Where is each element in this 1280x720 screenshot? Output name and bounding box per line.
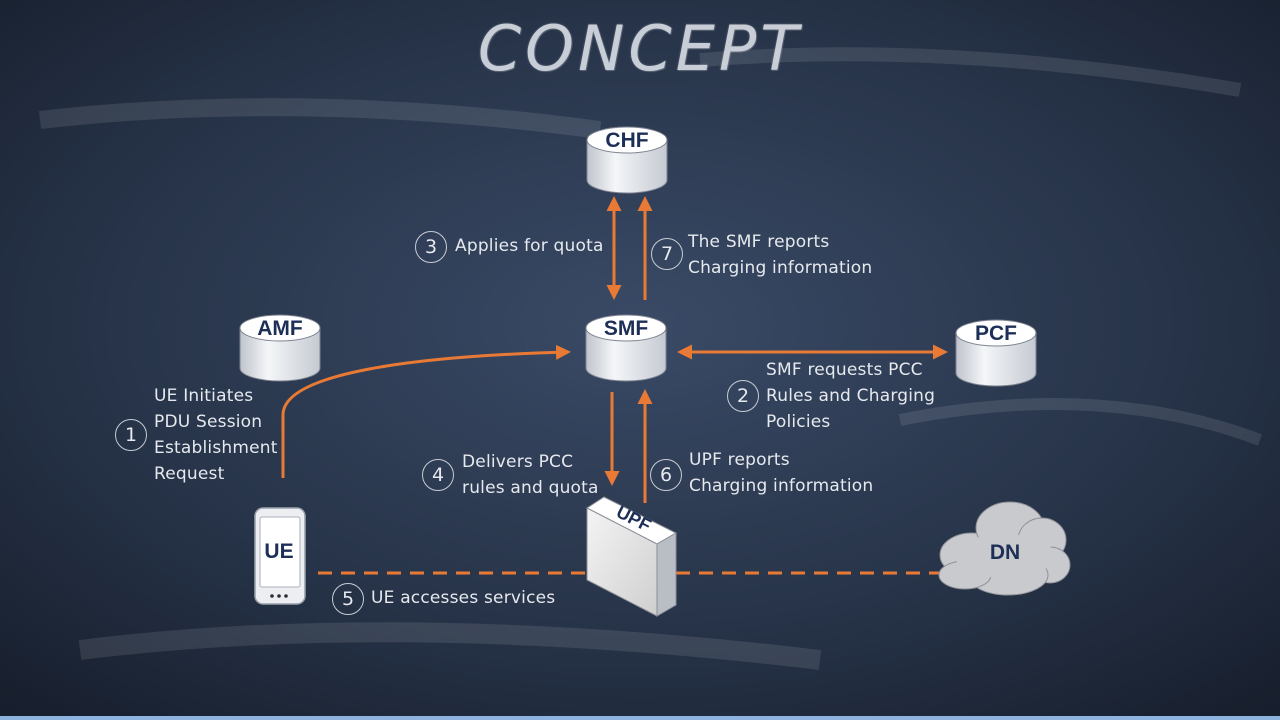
step-2-line: Policies bbox=[766, 412, 831, 432]
step-1-line: Establishment bbox=[154, 438, 278, 458]
page-title: CONCEPT bbox=[477, 12, 803, 85]
step-1-line: Request bbox=[154, 464, 225, 484]
step-4-line: Delivers PCC bbox=[462, 452, 574, 472]
step-5-label: UE accesses services bbox=[371, 585, 555, 611]
step-1-number: 1 bbox=[115, 419, 147, 451]
pcf-label: PCF bbox=[975, 322, 1017, 345]
bottom-accent-bar bbox=[0, 716, 1280, 720]
step-6-line: UPF reports bbox=[689, 450, 790, 470]
dn-node: DN bbox=[938, 501, 1071, 596]
step-5-number: 5 bbox=[332, 583, 364, 615]
step-4-label: Delivers PCC rules and quota bbox=[462, 449, 599, 501]
step-6-number: 6 bbox=[650, 459, 682, 491]
step-3-label: Applies for quota bbox=[455, 233, 604, 259]
step-7-line: Charging information bbox=[688, 258, 873, 278]
smf-label: SMF bbox=[604, 317, 649, 340]
step-5-line: UE accesses services bbox=[371, 588, 556, 608]
step-1-line: UE Initiates bbox=[154, 386, 254, 406]
upf-node: UPF bbox=[586, 496, 678, 617]
step-6-line: Charging information bbox=[689, 476, 874, 496]
step-3-number: 3 bbox=[415, 231, 447, 263]
step-1-line: PDU Session bbox=[154, 412, 263, 432]
step-4-line: rules and quota bbox=[462, 478, 599, 498]
chalk-texture bbox=[38, 47, 1263, 670]
step-2-label: SMF requests PCC Rules and Charging Poli… bbox=[766, 357, 935, 435]
arrows bbox=[281, 196, 948, 575]
step-3-line: Applies for quota bbox=[455, 236, 604, 256]
chf-node: CHF bbox=[586, 126, 668, 194]
step-4-number: 4 bbox=[422, 459, 454, 491]
amf-label: AMF bbox=[257, 317, 303, 340]
step-7-number: 7 bbox=[651, 238, 683, 270]
dn-label: DN bbox=[990, 541, 1020, 564]
ue-label: UE bbox=[264, 540, 293, 563]
step-2-number: 2 bbox=[727, 380, 759, 412]
step-2-line: SMF requests PCC bbox=[766, 360, 923, 380]
amf-node: AMF bbox=[239, 314, 321, 382]
step-2-line: Rules and Charging bbox=[766, 386, 936, 406]
chf-label: CHF bbox=[605, 129, 648, 152]
step-7-label: The SMF reports Charging information bbox=[688, 229, 872, 281]
pcf-node: PCF bbox=[955, 319, 1037, 387]
step-6-label: UPF reports Charging information bbox=[689, 447, 873, 499]
smf-node: SMF bbox=[585, 314, 667, 382]
step-7-line: The SMF reports bbox=[688, 232, 830, 252]
arrow-ue-to-smf bbox=[281, 344, 571, 478]
ue-node: UE bbox=[254, 507, 306, 605]
step-1-label: UE Initiates PDU Session Establishment R… bbox=[154, 383, 278, 487]
